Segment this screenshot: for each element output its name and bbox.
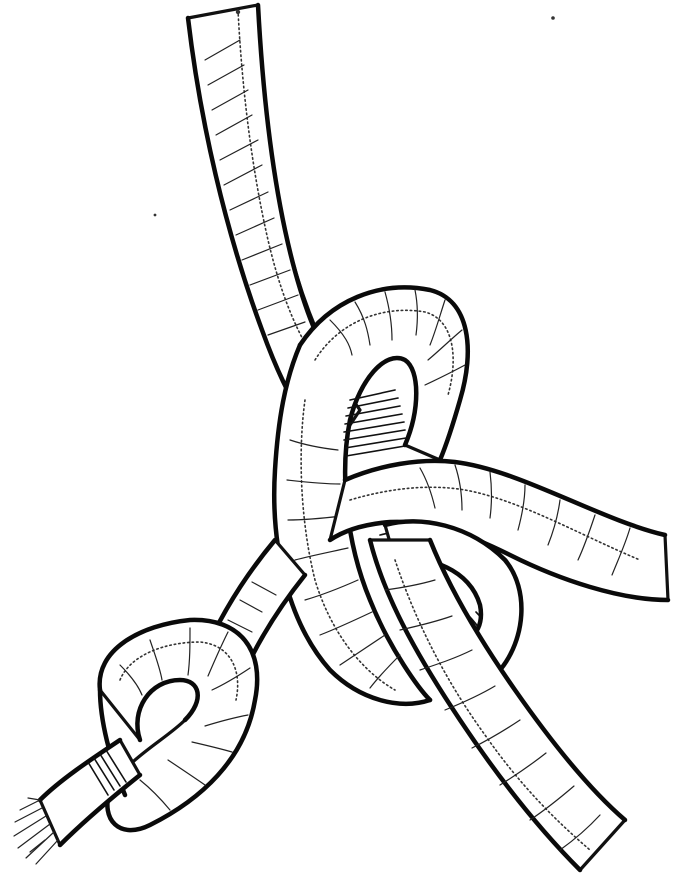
small-overhand-knot — [100, 620, 258, 830]
